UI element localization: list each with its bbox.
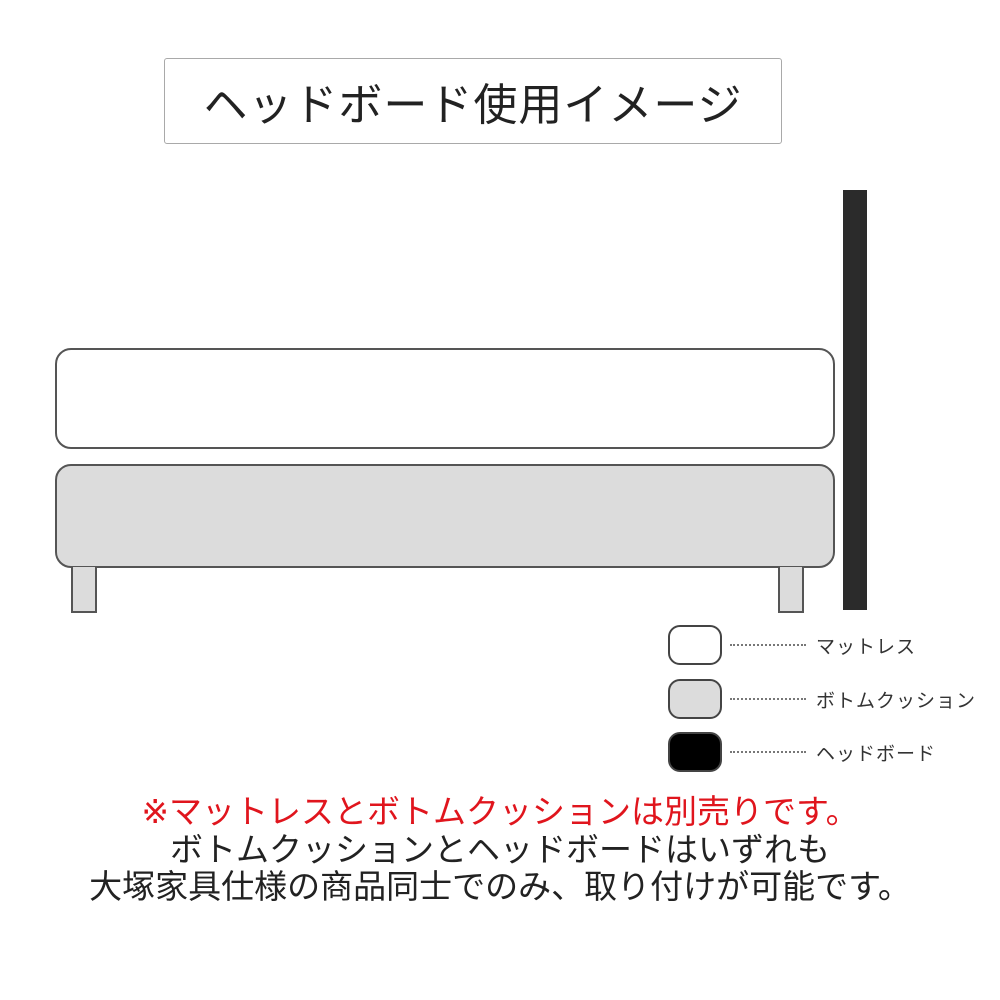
bed-leg-left xyxy=(71,567,97,613)
legend-leader-line xyxy=(730,698,806,700)
mattress-shape xyxy=(55,348,835,449)
legend-item-mattress: マットレス xyxy=(668,625,998,667)
note-compatibility-line1: ボトムクッションとヘッドボードはいずれも xyxy=(170,830,830,869)
headboard-shape xyxy=(843,190,867,610)
page-title: ヘッドボード使用イメージ xyxy=(203,80,743,131)
bottom-cushion-shape xyxy=(55,464,835,568)
note-sold-separately: ※マットレスとボトムクッションは別売りです。 xyxy=(141,792,859,831)
note-compatibility-line2: 大塚家具仕様の商品同士でのみ、取り付けが可能です。 xyxy=(89,867,911,906)
title-box: ヘッドボード使用イメージ xyxy=(164,58,782,144)
legend-swatch-mattress xyxy=(668,625,722,665)
legend-item-bottom-cushion: ボトムクッション xyxy=(668,679,998,721)
legend-label-bottom-cushion: ボトムクッション xyxy=(816,690,977,712)
legend-swatch-bottom-cushion xyxy=(668,679,722,719)
legend-leader-line xyxy=(730,644,806,646)
bed-leg-right xyxy=(778,567,804,613)
legend-label-mattress: マットレス xyxy=(816,636,917,658)
legend-item-headboard: ヘッドボード xyxy=(668,732,998,774)
legend-swatch-headboard xyxy=(668,732,722,772)
legend-leader-line xyxy=(730,751,806,753)
legend-label-headboard: ヘッドボード xyxy=(816,743,937,765)
